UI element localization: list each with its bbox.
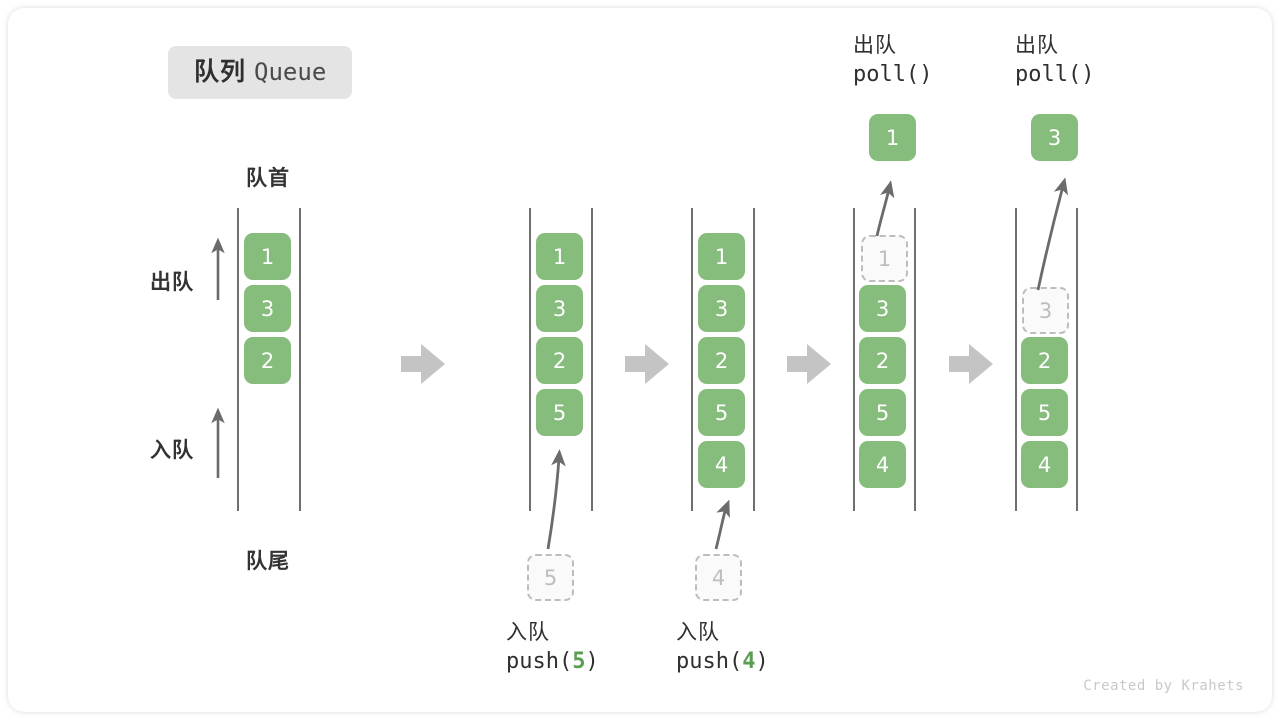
title-chinese: 队列 [194,58,247,86]
queue-cell: 2 [859,337,906,384]
title-english: Queue [254,58,327,86]
queue-cell: 5 [536,389,583,436]
operation-caption-push-5: 入队 push(5) [506,619,599,676]
poll-1-arrow-icon [875,180,895,237]
rail-right-col2 [591,208,593,511]
code-suffix: ) [585,648,599,674]
queue-cell: 2 [536,337,583,384]
removed-ghost-cell: 3 [1022,287,1069,334]
transition-arrow-3 [787,344,831,384]
operation-caption-poll-1: 出队 poll() [853,32,932,89]
push-5-arrow-icon [546,449,566,550]
code-value: 4 [742,648,756,674]
queue-cell: 5 [859,389,906,436]
operation-caption-cn: 出队 [1015,34,1059,57]
operation-caption-cn: 入队 [506,621,550,644]
rail-left-col5 [1015,208,1017,511]
code-suffix: ) [919,61,933,87]
queue-cell: 3 [859,285,906,332]
dequeued-cell: 1 [869,114,916,161]
queue-tail-label: 队尾 [246,550,290,573]
transition-arrow-4 [949,344,993,384]
queue-cell: 3 [244,285,291,332]
rail-right-col1 [299,208,301,511]
code-suffix: ) [1081,61,1095,87]
queue-cell: 1 [244,233,291,280]
operation-caption-poll-3: 出队 poll() [1015,32,1094,89]
code-prefix: push( [676,648,743,674]
push-4-arrow-icon [714,499,730,550]
operation-caption-code: poll() [1015,60,1094,89]
incoming-ghost-cell: 5 [527,554,574,601]
queue-cell: 1 [536,233,583,280]
queue-head-label: 队首 [246,167,290,190]
code-value: 5 [572,648,586,674]
poll-3-arrow-icon [1036,177,1069,291]
queue-cell: 2 [1021,337,1068,384]
removed-ghost-cell: 1 [861,235,908,282]
rail-right-col4 [914,208,916,511]
arrow-overlay [211,177,1069,550]
rail-right-col3 [753,208,755,511]
operation-caption-code: poll() [853,60,932,89]
operation-caption-cn: 出队 [853,34,897,57]
code-suffix: ) [755,648,769,674]
queue-cell: 4 [1021,441,1068,488]
rail-left-col4 [853,208,855,511]
queue-cell: 1 [698,233,745,280]
queue-cell: 2 [244,337,291,384]
queue-cell: 4 [698,441,745,488]
enqueue-direction-label: 入队 [150,439,194,462]
queue-cell: 3 [698,285,745,332]
operation-caption-push-4: 入队 push(4) [676,619,769,676]
dequeued-cell: 3 [1031,114,1078,161]
operation-caption-code: push(5) [506,647,599,676]
dequeue-direction-label: 出队 [150,271,194,294]
operation-caption-code: push(4) [676,647,769,676]
transition-arrow-1 [401,344,445,384]
operation-caption-cn: 入队 [676,621,720,644]
queue-cell: 4 [859,441,906,488]
code-prefix: push( [506,648,573,674]
code-prefix: poll( [853,61,920,87]
queue-cell: 5 [1021,389,1068,436]
rail-right-col5 [1076,208,1078,511]
transition-arrow-2 [625,344,669,384]
rail-left-col3 [691,208,693,511]
incoming-ghost-cell: 4 [695,554,742,601]
rail-left-col2 [529,208,531,511]
queue-cell: 5 [698,389,745,436]
queue-cell: 3 [536,285,583,332]
watermark-credit: Created by Krahets [1083,678,1244,694]
rail-left-col1 [237,208,239,511]
queue-cell: 2 [698,337,745,384]
code-prefix: poll( [1015,61,1082,87]
